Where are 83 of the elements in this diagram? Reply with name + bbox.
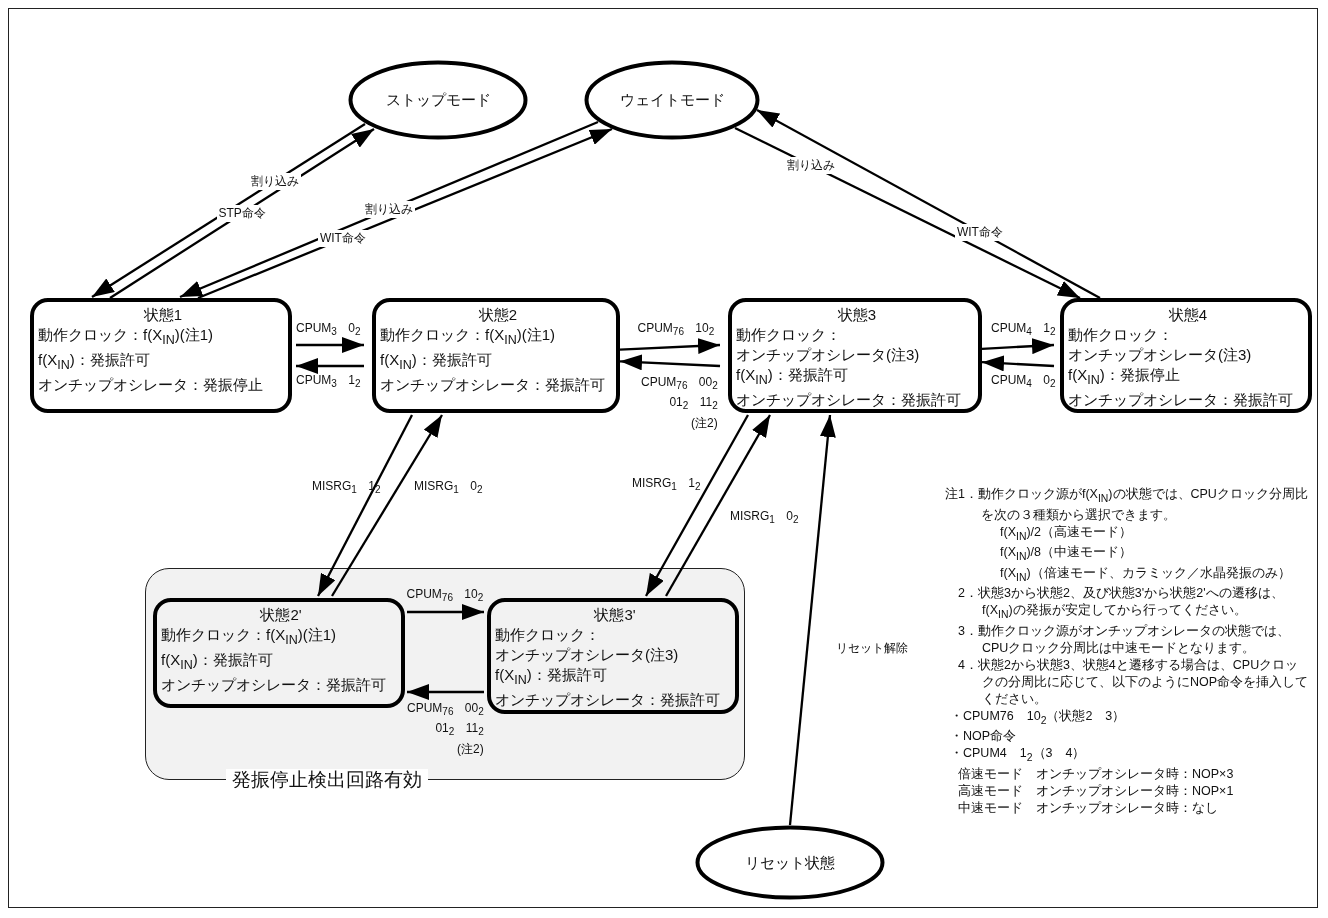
note-text: f(X$_{IN}$)/2（高速モード）	[1000, 523, 1133, 543]
note-text: 3．動作クロック源がオンチップオシレータの状態では、CPUクロック分周比は中速モードとなります。	[958, 622, 1291, 657]
state-text: 動作クロック：	[1068, 325, 1174, 345]
state-title: 状態3'	[593, 605, 637, 625]
edge-label: MISRG$_{1}$ 1$_{2}$	[631, 475, 702, 495]
state-box	[1060, 298, 1312, 413]
arrow	[296, 358, 364, 374]
state-box	[728, 298, 982, 413]
state-text: 動作クロック：f(X$_{IN}$)(注1)	[380, 325, 556, 349]
ellipse-label: ウェイトモード	[618, 90, 726, 110]
edge-label: CPUM$_{76}$ 00$_{2}$ 01$_{2}$ 11$_{2}$ (注2)	[406, 700, 485, 758]
note-text: 2．状態3から状態2、及び状態3'から状態2'への遷移は、f(X$_{IN}$)の発振が安定してから行ってください。	[958, 585, 1285, 622]
arrow	[665, 414, 771, 597]
state-box	[487, 598, 739, 714]
state-text: オンチップオシレータ：発振許可	[380, 375, 606, 395]
arrow	[619, 354, 721, 371]
edge-label: リセット解除	[835, 639, 909, 657]
arrow	[316, 414, 414, 597]
edge-label: CPUM$_{3}$ 0$_{2}$	[295, 320, 362, 340]
state-text: オンチップオシレータ：発振許可	[736, 390, 962, 410]
region-title: 発振停止検出回路有効	[226, 769, 428, 791]
state-title: 状態1	[142, 305, 184, 325]
state-box	[372, 298, 620, 413]
note-text: ・CPUM76 10$_{2}$（状態2 3）	[950, 707, 1127, 727]
note-text: 注1．動作クロック源がf(X$_{IN}$)の状態では、CPUクロック分周比を次の３種類から選択できます。	[945, 486, 1309, 524]
arrow	[407, 604, 484, 620]
state-title: 状態3	[836, 305, 878, 325]
state-text: 動作クロック：f(X$_{IN}$)(注1)	[38, 325, 214, 349]
ellipse-label: リセット状態	[744, 853, 836, 872]
state-title: 状態4	[1167, 305, 1209, 325]
edge-label: WIT命令	[954, 223, 1005, 241]
edge-label: 割り込み	[363, 201, 415, 218]
edge-label: CPUM$_{3}$ 1$_{2}$	[295, 372, 362, 392]
state-text: f(X$_{IN}$)：発振許可	[736, 365, 849, 389]
edge-label: STP命令	[216, 205, 268, 222]
arrow	[645, 414, 749, 597]
state-text: f(X$_{IN}$)：発振許可	[161, 650, 274, 674]
edge-label: 割り込み	[248, 172, 301, 190]
arrow	[981, 338, 1055, 355]
state-text: オンチップオシレータ：発振停止	[38, 375, 264, 395]
state-text: オンチップオシレータ：発振許可	[161, 675, 387, 695]
state-title: 状態2	[477, 305, 519, 325]
note-text: 倍速モード オンチップオシレータ時：NOP×3	[958, 765, 1235, 783]
note-text: ・CPUM4 1$_{2}$（3 4）	[950, 745, 1087, 765]
state-text: オンチップオシレータ(注3)	[1068, 345, 1253, 365]
edge-label: MISRG$_{1}$ 0$_{2}$	[729, 508, 800, 528]
state-text: f(X$_{IN}$)：発振許可	[38, 350, 151, 374]
arrow	[981, 355, 1055, 372]
state-box	[30, 298, 292, 413]
edge-label: CPUM$_{76}$ 10$_{2}$	[405, 586, 485, 606]
state-text: オンチップオシレータ(注3)	[495, 645, 680, 665]
arrow	[407, 684, 484, 700]
state-box	[153, 598, 405, 708]
arrow	[788, 414, 836, 826]
edge-label: MISRG$_{1}$ 0$_{2}$	[413, 478, 484, 498]
state-text: f(X$_{IN}$)：発振許可	[380, 350, 493, 374]
arrow	[296, 337, 364, 353]
edge-label: WIT命令	[317, 230, 368, 248]
arrow	[619, 338, 721, 354]
ellipse-label: ストップモード	[384, 90, 492, 110]
state-title: 状態2'	[259, 605, 303, 625]
arrow	[331, 414, 443, 597]
state-text: オンチップオシレータ：発振許可	[495, 690, 721, 710]
note-text: 中速モード オンチップオシレータ時：なし	[958, 799, 1219, 817]
state-text: オンチップオシレータ：発振許可	[1068, 390, 1294, 410]
arrow	[756, 109, 1101, 299]
state-text: オンチップオシレータ(注3)	[736, 345, 921, 365]
arrow	[734, 126, 1081, 300]
state-text: 動作クロック：	[495, 625, 601, 645]
state-text: 動作クロック：f(X$_{IN}$)(注1)	[161, 625, 337, 649]
note-text: 高速モード オンチップオシレータ時：NOP×1	[958, 782, 1235, 800]
state-text: f(X$_{IN}$)：発振許可	[495, 665, 608, 689]
note-text: f(X$_{IN}$)/8（中速モード）	[1000, 544, 1133, 564]
note-text: 4．状態2から状態3、状態4と遷移する場合は、CPUクロックの分周比に応じて、以下のようにNOP命令を挿入してください。	[958, 656, 1310, 708]
note-text: f(X$_{IN}$)（倍速モード、カラミック／水晶発振のみ）	[1000, 564, 1292, 584]
state-text: 動作クロック：	[736, 325, 842, 345]
edge-label: CPUM$_{4}$ 0$_{2}$	[990, 372, 1057, 392]
edge-label: CPUM$_{76}$ 10$_{2}$	[636, 320, 716, 340]
edge-label: CPUM$_{4}$ 1$_{2}$	[990, 320, 1057, 340]
edge-label: 割り込み	[784, 156, 837, 174]
note-text: ・NOP命令	[950, 728, 1018, 745]
edge-label: CPUM$_{76}$ 00$_{2}$ 01$_{2}$ 11$_{2}$ (注2)	[640, 374, 719, 432]
state-text: f(X$_{IN}$)：発振停止	[1068, 365, 1181, 389]
